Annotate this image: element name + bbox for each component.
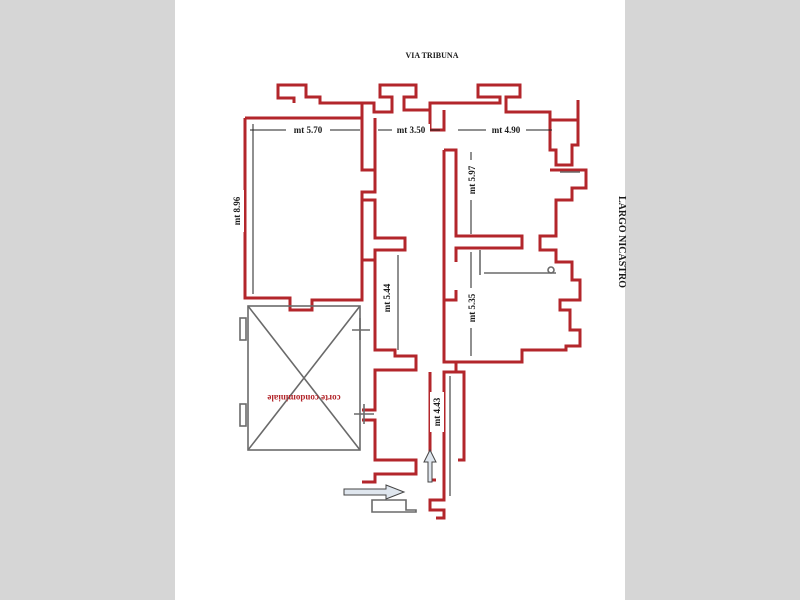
street-label-right: LARGO NICASTRO (616, 196, 627, 288)
right-upper-wall (428, 110, 524, 302)
courtyard-block (239, 305, 361, 451)
dim-label-5: mt 5.97 (467, 165, 477, 194)
courtyard-rect (247, 305, 361, 451)
arrow-up-icon (423, 448, 437, 483)
walls (243, 83, 588, 520)
central-wall-d (362, 418, 418, 484)
dim-label-7: mt 5.35 (467, 293, 477, 322)
courtyard-window-1 (239, 317, 247, 341)
entrance-arrows (343, 448, 437, 500)
dim-label-3: mt 4.90 (492, 125, 521, 135)
courtyard-diagonal-2 (247, 305, 361, 451)
dim-label-1: mt 5.70 (294, 125, 323, 135)
dim-label-6: mt 5.44 (382, 283, 392, 312)
top-facade-wall (245, 83, 580, 122)
street-label-top: VIA TRIBUNA (406, 51, 459, 60)
central-wall-b (362, 198, 407, 300)
right-lower-wall (428, 300, 466, 520)
courtyard-window-2 (239, 403, 247, 427)
dim-label-8: mt 4.43 (432, 397, 442, 426)
courtyard-label: corte condominiale (267, 393, 340, 403)
column-marker (547, 266, 555, 274)
dim-label-2: mt 3.50 (397, 125, 426, 135)
central-wall-c (362, 258, 418, 412)
dim-label-4: mt 8.96 (232, 196, 242, 225)
right-facade-wall (456, 120, 588, 364)
misc-details (352, 171, 580, 513)
arrow-right-icon (343, 484, 406, 500)
entry-step (371, 499, 417, 513)
left-room-wall (243, 118, 377, 312)
central-wall-a (360, 118, 377, 172)
